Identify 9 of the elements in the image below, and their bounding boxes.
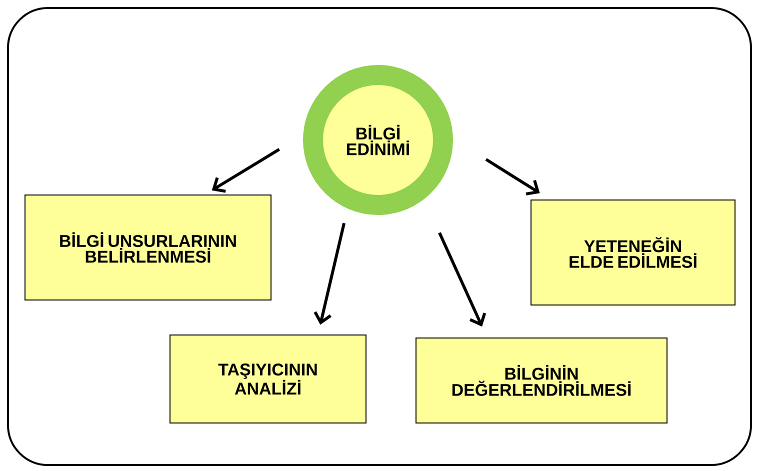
arrow [212, 148, 280, 193]
process-box: YETENEĞİN ELDE EDİLMESİ [530, 200, 736, 306]
arrow [438, 232, 486, 327]
arrow [314, 222, 346, 325]
arrow [485, 158, 540, 196]
circle-node: BİLGİ EDİNİMİ [303, 65, 453, 215]
process-box: BİLGİ UNSURLARININ BELİRLENMESİ [24, 194, 272, 300]
process-box: BİLGİNİN DEĞERLENDİRİLMESİ [416, 338, 668, 424]
process-box: TAŞIYICININ ANALİZİ [170, 334, 366, 424]
